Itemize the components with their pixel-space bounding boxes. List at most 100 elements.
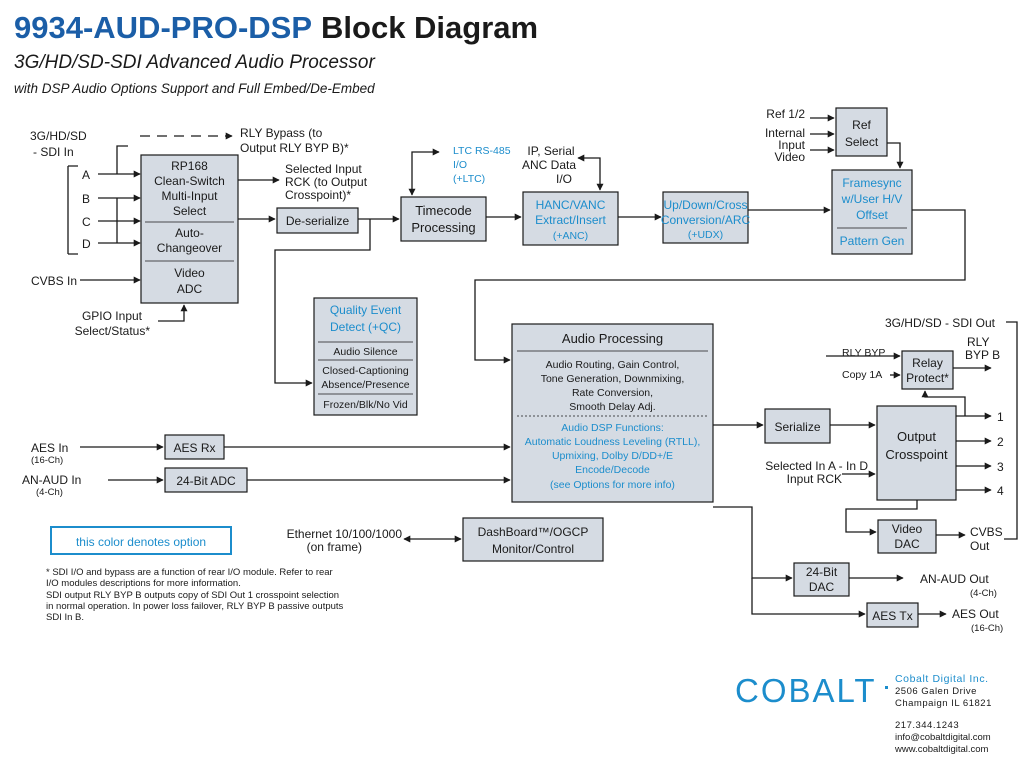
selected-in-rck-label: Selected In A - In D xyxy=(765,459,868,473)
audio-processing-desc: Tone Generation, Downmixing, xyxy=(541,373,685,385)
audio-processing-title: Audio Processing xyxy=(562,331,663,346)
ltc-label: LTC RS-485 xyxy=(453,145,511,157)
serialize-block: Serialize xyxy=(764,408,831,444)
ip-serial-label: ANC Data xyxy=(522,158,576,172)
hanc-vanc-label: (+ANC) xyxy=(553,230,588,242)
port-label: D xyxy=(82,237,91,251)
ip-serial-label: IP, Serial xyxy=(527,144,574,158)
ip-serial-label: I/O xyxy=(556,172,572,186)
adc-24bit-label: 24-Bit ADC xyxy=(176,474,236,488)
port-label: C xyxy=(82,215,91,229)
frozen-label: Frozen/Blk/No Vid xyxy=(323,399,408,411)
video-dac-label: Video xyxy=(892,522,923,536)
an-aud-out-label: AN-AUD Out xyxy=(920,572,989,586)
quality-event-block: Quality Event Detect (+QC) Audio Silence… xyxy=(313,297,418,416)
sdi-in-label: 3G/HD/SD xyxy=(30,129,87,143)
crosspoint-label: Crosspoint xyxy=(885,447,948,462)
relay-protect-label: Relay xyxy=(912,356,943,370)
ethernet-label: (on frame) xyxy=(307,540,362,554)
title-model: 9934-AUD-PRO-DSP xyxy=(14,10,312,45)
dac-24bit-label: 24-Bit xyxy=(806,565,838,579)
cvbs-in-label: CVBS In xyxy=(31,274,77,288)
auto-changeover-label: Auto- xyxy=(175,226,204,240)
timecode-label: Timecode xyxy=(415,203,472,218)
video-dac-label: DAC xyxy=(894,537,920,551)
dashboard-label: DashBoard™/OGCP xyxy=(478,525,589,539)
audio-silence-label: Audio Silence xyxy=(333,346,397,358)
ref-select-label: Select xyxy=(845,135,879,149)
video-dac-block: Video DAC xyxy=(877,519,937,554)
rly-byp-b-label: RLY xyxy=(967,335,989,349)
framesync-label: Framesync xyxy=(842,176,901,190)
aes-out-channels: (16-Ch) xyxy=(971,623,1003,634)
rly-bypass-label: RLY Bypass (to xyxy=(240,126,323,140)
crosspoint-label: Output xyxy=(897,429,936,444)
selected-input-rck-label: RCK (to Output xyxy=(285,175,368,189)
up-down-cross-block: Up/Down/Cross Conversion/ARC (+UDX) xyxy=(661,191,751,244)
cobalt-logo: COBALT xyxy=(735,672,877,709)
output-number: 2 xyxy=(997,435,1004,449)
rly-bypass-label: Output RLY BYP B)* xyxy=(240,141,349,155)
output-number: 3 xyxy=(997,460,1004,474)
deserialize-block: De-serialize xyxy=(276,207,359,234)
serialize-label: Serialize xyxy=(774,420,820,434)
sdi-in-label: - SDI In xyxy=(33,145,74,159)
audio-dsp-line: Upmixing, Dolby D/DD+/E xyxy=(552,450,673,462)
company-block: COBALT Cobalt Digital Inc. 2506 Galen Dr… xyxy=(735,672,992,755)
internal-input-video-label: Input xyxy=(778,138,805,152)
rly-byp-label: RLY BYP xyxy=(842,347,885,359)
aes-rx-block: AES Rx xyxy=(164,434,225,460)
framesync-label: Offset xyxy=(856,208,888,222)
company-phone: 217.344.1243 xyxy=(895,720,959,731)
audio-processing-desc: Rate Conversion, xyxy=(572,387,653,399)
selected-input-rck-label: Selected Input xyxy=(285,162,362,176)
cvbs-out-label: CVBS xyxy=(970,525,1003,539)
video-adc-label: Video xyxy=(174,266,205,280)
audio-dsp-line: Audio DSP Functions: xyxy=(561,422,664,434)
internal-input-video-label: Video xyxy=(775,150,806,164)
rly-byp-b-label: BYP B xyxy=(965,348,1000,362)
company-address: Champaign IL 61821 xyxy=(895,698,992,709)
output-number: 1 xyxy=(997,410,1004,424)
page-tagline: with DSP Audio Options Support and Full … xyxy=(14,81,375,96)
footnote-line: I/O modules descriptions for more inform… xyxy=(46,578,241,589)
aes-out-label: AES Out xyxy=(952,607,999,621)
internal-input-video-label: Internal xyxy=(765,126,805,140)
updown-label: (+UDX) xyxy=(688,229,723,241)
ref-select-block: Ref Select xyxy=(835,107,888,157)
rp168-line: RP168 xyxy=(171,159,208,173)
aes-tx-block: AES Tx xyxy=(866,602,919,628)
ltc-label: (+LTC) xyxy=(453,173,485,185)
ltc-label: I/O xyxy=(453,159,467,171)
output-crosspoint-block: Output Crosspoint xyxy=(876,405,957,501)
updown-label: Conversion/ARC xyxy=(661,213,751,227)
closed-captioning-label: Absence/Presence xyxy=(321,379,409,391)
aes-tx-label: AES Tx xyxy=(872,609,912,623)
quality-event-label: Detect (+QC) xyxy=(330,320,401,334)
company-address: 2506 Galen Drive xyxy=(895,686,977,697)
rp168-line: Clean-Switch xyxy=(154,174,225,188)
rp168-clean-switch-block: RP168 Clean-Switch Multi-Input Select Au… xyxy=(140,154,239,304)
dashboard-block: DashBoard™/OGCP Monitor/Control xyxy=(462,517,604,562)
selected-input-rck-label: Crosspoint)* xyxy=(285,188,351,202)
updown-label: Up/Down/Cross xyxy=(663,198,747,212)
dashboard-label: Monitor/Control xyxy=(492,542,574,556)
audio-dsp-line: Encode/Decode xyxy=(575,464,650,476)
signal-wires xyxy=(67,114,1018,618)
hanc-vanc-label: HANC/VANC xyxy=(536,198,606,212)
closed-captioning-label: Closed-Captioning xyxy=(322,365,409,377)
footnote-line: * SDI I/O and bypass are a function of r… xyxy=(46,567,333,578)
audio-processing-desc: Audio Routing, Gain Control, xyxy=(546,359,680,371)
rp168-line: Multi-Input xyxy=(161,189,218,203)
framesync-block: Framesync w/User H/V Offset Pattern Gen xyxy=(831,169,913,255)
logo-dot xyxy=(885,686,888,689)
company-web[interactable]: www.cobaltdigital.com xyxy=(894,744,989,755)
aes-in-label: AES In xyxy=(31,441,68,455)
port-label: B xyxy=(82,192,90,206)
hanc-vanc-block: HANC/VANC Extract/Insert (+ANC) xyxy=(522,191,619,246)
ref-label: Ref 1/2 xyxy=(766,107,805,121)
footnote-line: in normal operation. In power loss failo… xyxy=(46,601,344,612)
audio-processing-desc: Smooth Delay Adj. xyxy=(569,401,655,413)
aes-rx-label: AES Rx xyxy=(173,441,215,455)
